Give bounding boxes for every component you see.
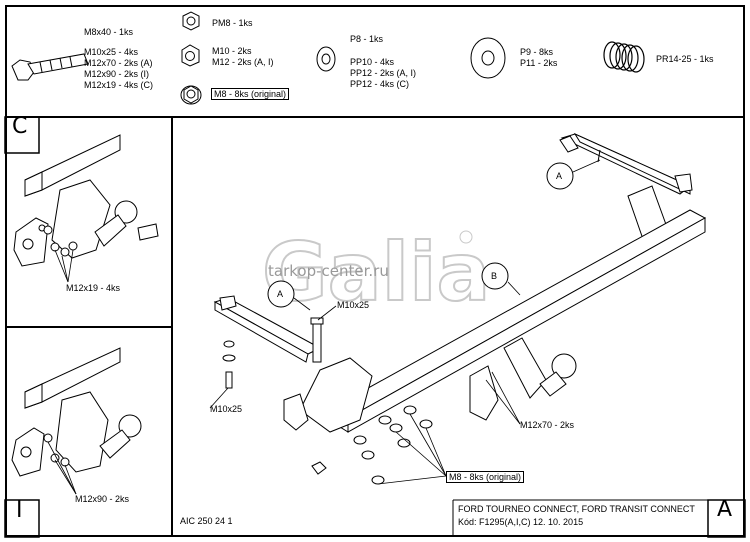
label-m10x25-top: M10x25: [337, 300, 370, 310]
panel-c-drawing: [13, 134, 159, 283]
bolt-icon: [11, 53, 89, 81]
kod-date: Kód: F1295(A,I,C) 12. 10. 2015: [458, 517, 584, 527]
panel-i-drawing: [11, 347, 142, 495]
vehicle-model: FORD TOURNEO CONNECT, FORD TRANSIT CONNE…: [458, 504, 695, 514]
legend-bolt-m10x25: M10x25 - 4ks: [84, 47, 139, 57]
watermark-logo: Galia: [261, 225, 491, 320]
spring-icon: [603, 41, 645, 73]
legend-nut-m8: M8 - 8ks (original): [211, 88, 290, 100]
legend-nut-m12: M12 - 2ks (A, I): [212, 57, 274, 67]
watermark-url: tarkop-center.ru: [268, 262, 389, 280]
legend-bolt-m12x70: M12x70 - 2ks (A): [84, 58, 153, 68]
legend-washer-pp12-ai: PP12 - 2ks (A, I): [350, 68, 417, 78]
callout-a-left-label: A: [277, 289, 284, 299]
legend-spring: PR14-25 - 1ks: [656, 54, 714, 64]
legend-washer-pp12-c: PP12 - 4ks (C): [350, 79, 410, 89]
legend-washer-p8: P8 - 1ks: [350, 34, 384, 44]
legend-washer-p11: P11 - 2ks: [520, 58, 558, 68]
legend-nut-pm8: PM8 - 1ks: [212, 18, 253, 28]
flange-nut-icon: [180, 85, 202, 105]
legend-bolt-m8x40: M8x40 - 1ks: [84, 27, 134, 37]
callout-a-top: [546, 162, 574, 190]
drawing-code: AIC 250 24 1: [180, 516, 233, 526]
legend-washer-p9: P9 - 8ks: [520, 47, 554, 57]
sheet-letter: A: [717, 497, 733, 522]
panel-c-bolt-label: M12x19 - 4ks: [66, 283, 121, 293]
legend-bolt-m12x19: M12x19 - 4ks (C): [84, 80, 154, 90]
hex-nut-icon: [181, 44, 200, 67]
panel-i-bolt-label: M12x90 - 2ks: [75, 494, 130, 504]
callout-b: [481, 262, 509, 290]
watermark-galia-text: Galia: [262, 226, 490, 319]
legend-bolt-m12x90: M12x90 - 2ks (I): [84, 69, 150, 79]
callout-a-top-label: A: [556, 171, 563, 181]
legend-washer-pp10: PP10 - 4ks: [350, 57, 395, 67]
callout-a-left: [267, 280, 295, 308]
lock-nut-icon: [182, 11, 200, 31]
drawing-frame: [5, 5, 745, 537]
label-m12x70: M12x70 - 2ks: [520, 420, 575, 430]
washer-small-icon: [316, 46, 336, 72]
washer-large-icon: [470, 37, 506, 79]
label-m10x25-left: M10x25: [210, 404, 243, 414]
panel-i-letter: I: [16, 498, 23, 523]
legend-nut-m10: M10 - 2ks: [212, 46, 252, 56]
label-m8-original: M8 - 8ks (original): [446, 471, 525, 483]
callout-b-label: B: [491, 271, 498, 281]
legend-icons: [11, 11, 645, 105]
